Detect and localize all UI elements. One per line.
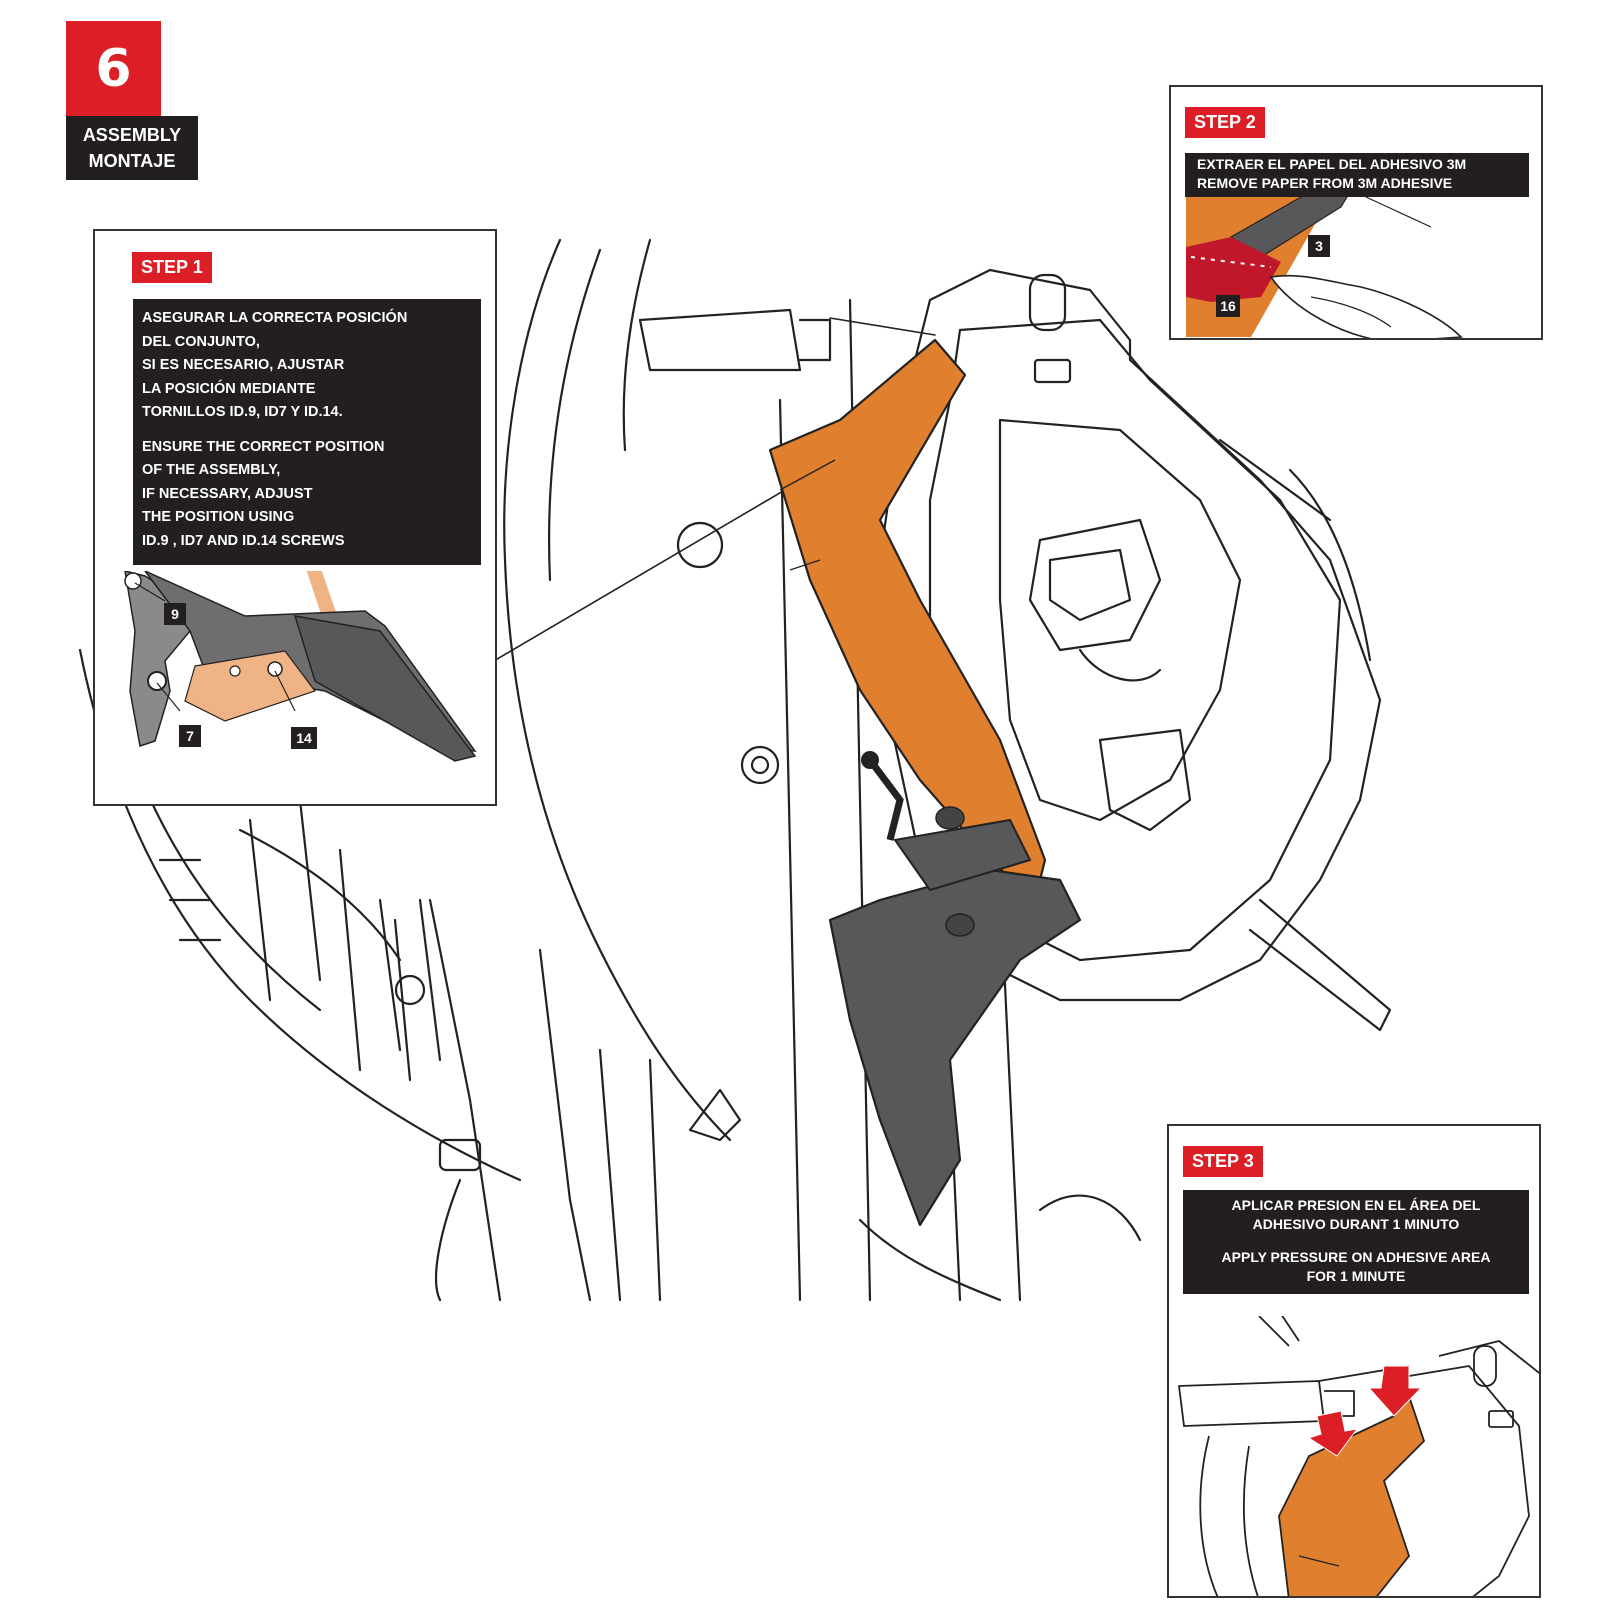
step2-es-text: EXTRAER EL PAPEL DEL ADHESIVO 3M xyxy=(1197,156,1467,172)
step3-es-line: APLICAR PRESION EN EL ÁREA DEL xyxy=(1231,1197,1481,1213)
callout-3: 3 xyxy=(1308,235,1330,257)
step-number: 6 xyxy=(95,38,132,99)
assembly-label-en: ASSEMBLY xyxy=(82,125,182,145)
step2-tag: STEP 2 xyxy=(1185,107,1265,138)
step3-tag: STEP 3 xyxy=(1183,1146,1263,1177)
step1-es-line: SI ES NECESARIO, AJUSTAR xyxy=(142,357,345,373)
callout-16: 16 xyxy=(1216,295,1240,317)
callout-7: 7 xyxy=(179,725,201,747)
step1-instructions: ASEGURAR LA CORRECTA POSICIÓN DEL CONJUN… xyxy=(133,299,481,565)
step3-en-line: APPLY PRESSURE ON ADHESIVE AREA xyxy=(1221,1249,1491,1265)
step1-bracket-illustration xyxy=(124,571,477,762)
step3-panel: STEP 3 APLICAR PRESION EN EL ÁREA DEL AD… xyxy=(1167,1124,1541,1598)
step1-es-line: DEL CONJUNTO, xyxy=(142,333,260,350)
step1-es-line: LA POSICIÓN MEDIANTE xyxy=(142,380,316,397)
step1-en-line: IF NECESSARY, ADJUST xyxy=(142,485,313,502)
orange-bracket xyxy=(768,338,1047,902)
step2-instructions: EXTRAER EL PAPEL DEL ADHESIVO 3M REMOVE … xyxy=(1185,153,1529,197)
step1-en-line: ID.9 , ID7 AND ID.14 SCREWS xyxy=(142,532,345,549)
step1-en-line: OF THE ASSEMBLY, xyxy=(142,462,281,478)
step3-es-line: ADHESIVO DURANT 1 MINUTO xyxy=(1252,1216,1460,1232)
step1-en-text: ENSURE THE CORRECT POSITION OF THE ASSEM… xyxy=(142,436,472,554)
step2-panel: STEP 2 EXTRAER EL PAPEL DEL ADHESIVO 3M … xyxy=(1169,85,1543,340)
callout-14: 14 xyxy=(291,727,317,749)
callout-9: 9 xyxy=(164,603,186,625)
step1-en-line: ENSURE THE CORRECT POSITION xyxy=(142,438,385,455)
step-number-badge: 6 xyxy=(66,21,161,116)
step3-instructions: APLICAR PRESION EN EL ÁREA DEL ADHESIVO … xyxy=(1183,1190,1529,1294)
step1-panel: STEP 1 ASEGURAR LA CORRECTA POSICIÓN DEL… xyxy=(93,229,497,806)
step3-press-illustration xyxy=(1178,1316,1539,1596)
step1-es-text: ASEGURAR LA CORRECTA POSICIÓN DEL CONJUN… xyxy=(142,307,472,425)
step1-en-line: THE POSITION USING xyxy=(142,509,295,525)
assembly-label-es: MONTAJE xyxy=(88,151,176,171)
step2-en-text: REMOVE PAPER FROM 3M ADHESIVE xyxy=(1197,175,1453,191)
step1-tag: STEP 1 xyxy=(132,252,212,283)
assembly-label: ASSEMBLY MONTAJE xyxy=(66,116,198,180)
step1-es-line: ASEGURAR LA CORRECTA POSICIÓN xyxy=(142,310,408,326)
step1-es-line: TORNILLOS ID.9, ID7 Y ID.14. xyxy=(142,404,343,420)
step2-adhesive-illustration xyxy=(1186,187,1463,338)
step3-en-line: FOR 1 MINUTE xyxy=(1306,1268,1406,1284)
